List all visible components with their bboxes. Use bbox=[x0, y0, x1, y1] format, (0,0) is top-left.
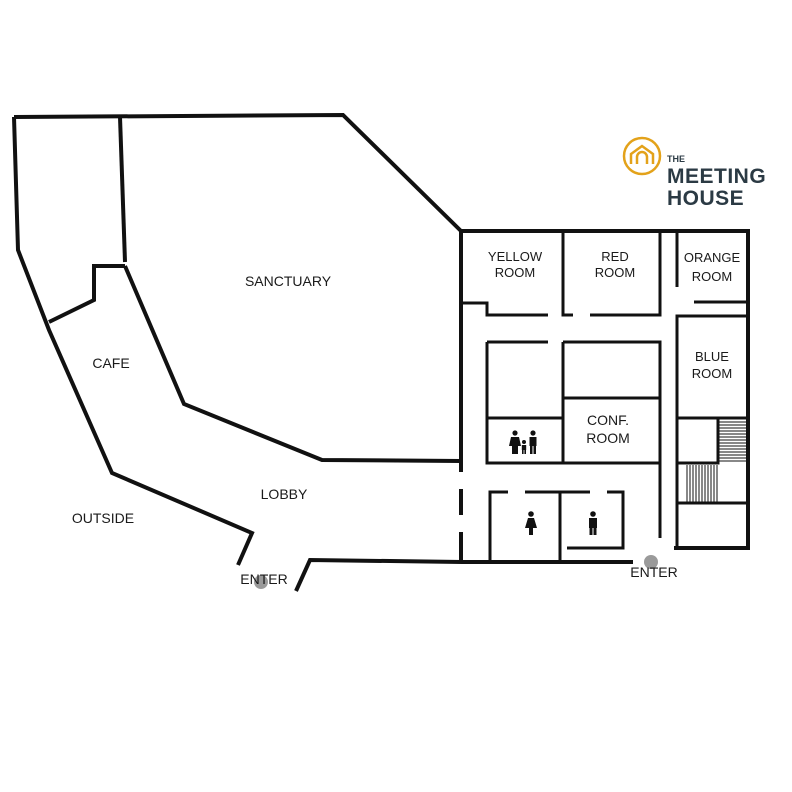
conf-room-label-1[interactable]: CONF. bbox=[587, 412, 629, 428]
east-entrance-marker[interactable] bbox=[644, 555, 658, 569]
orange-room-label-2[interactable]: ROOM bbox=[692, 269, 732, 284]
cafe-label[interactable]: CAFE bbox=[92, 355, 129, 371]
outside-label: OUTSIDE bbox=[72, 510, 134, 526]
outer-wall-west bbox=[13, 112, 463, 233]
logo-line-meeting: MEETING bbox=[667, 165, 766, 188]
cafe-west-wall bbox=[118, 116, 127, 263]
red-room-label-2[interactable]: ROOM bbox=[595, 265, 635, 280]
yellow-room-label-1[interactable]: YELLOW bbox=[488, 249, 543, 264]
logo-line-house: HOUSE bbox=[667, 187, 744, 210]
red-room-label-1[interactable]: RED bbox=[601, 249, 628, 264]
yellow-room-label-2[interactable]: ROOM bbox=[495, 265, 535, 280]
west-entrance-marker[interactable] bbox=[254, 575, 268, 589]
blue-room-label-1[interactable]: BLUE bbox=[695, 349, 729, 364]
family-restroom-icon[interactable] bbox=[509, 430, 537, 454]
blue-room-label-2[interactable]: ROOM bbox=[692, 366, 732, 381]
restroom-block-outline bbox=[488, 490, 508, 562]
sanctuary-inner-wall bbox=[123, 265, 462, 463]
outer-wall-south-east bbox=[461, 229, 750, 550]
stairs-icon bbox=[686, 421, 746, 503]
outer-wall-south bbox=[294, 557, 633, 592]
restroom-block-top-right bbox=[567, 490, 625, 550]
orange-room-label-1[interactable]: ORANGE bbox=[684, 250, 741, 265]
conf-room-label-2[interactable]: ROOM bbox=[586, 430, 630, 446]
yellow-red-divider bbox=[561, 231, 573, 317]
yellow-room-wall bbox=[461, 301, 548, 317]
outer-wall-left-edge bbox=[12, 116, 255, 566]
sanctuary-label[interactable]: SANCTUARY bbox=[245, 273, 332, 289]
east-entrance-label[interactable]: ENTER bbox=[630, 564, 677, 580]
women-restroom-icon[interactable] bbox=[525, 511, 537, 535]
lobby-label[interactable]: LOBBY bbox=[261, 486, 308, 502]
red-room-bottom bbox=[590, 231, 662, 317]
meeting-house-logo: THE MEETING HOUSE bbox=[622, 136, 766, 210]
building-walls bbox=[12, 112, 750, 592]
cafe-pocket-wall bbox=[48, 264, 125, 324]
logo-line-the: THE bbox=[667, 154, 685, 164]
stair-block-top bbox=[677, 418, 720, 465]
house-arch-icon bbox=[622, 136, 662, 176]
men-restroom-icon[interactable] bbox=[589, 511, 597, 535]
blue-room-wall bbox=[675, 314, 748, 420]
west-entrance-label[interactable]: ENTER bbox=[240, 571, 287, 587]
